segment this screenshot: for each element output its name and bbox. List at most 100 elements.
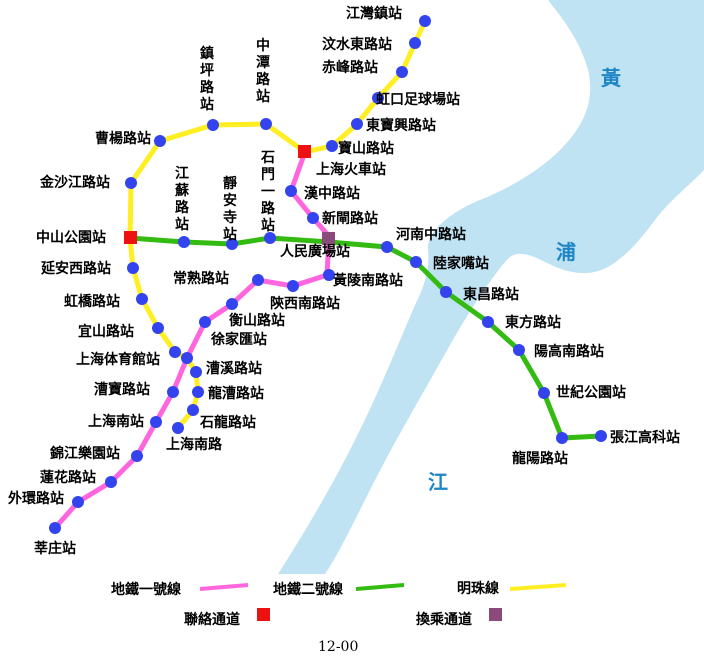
station-dot bbox=[419, 15, 431, 27]
label-lujiazui: 陸家嘴站 bbox=[433, 256, 489, 272]
station-dot bbox=[190, 366, 202, 378]
label-zhongtanlu: 中潭路站 bbox=[256, 38, 270, 105]
label-dongfanglu: 東方路站 bbox=[505, 315, 561, 331]
label-hongkou: 虹口足球場站 bbox=[376, 92, 460, 108]
label-wenshuidonglu: 汶水東路站 bbox=[322, 37, 392, 53]
label-shilonglu: 石龍路站 bbox=[200, 415, 256, 431]
label-hanzhonglu: 漢中路站 bbox=[304, 186, 360, 202]
sheet-number: 12-00 bbox=[318, 639, 359, 655]
label-jiangsulu: 江蘇路站 bbox=[175, 166, 189, 233]
label-chifenglu: 赤峰路站 bbox=[322, 60, 378, 76]
legend-pearl-swatch bbox=[509, 583, 567, 591]
label-caobaolu: 漕寶路站 bbox=[94, 382, 150, 398]
river-label-jiang: 江 bbox=[428, 470, 448, 494]
label-xinzhalu: 新閘路站 bbox=[322, 211, 378, 227]
station-dot bbox=[287, 280, 299, 292]
legend-line1-label: 地鐵一號線 bbox=[111, 582, 181, 598]
station-dot bbox=[152, 322, 164, 334]
station-dot bbox=[150, 416, 162, 428]
legend-pearl-label: 明珠線 bbox=[457, 581, 499, 597]
river-label-huang: 黃 bbox=[601, 66, 621, 90]
label-dongchanglu: 東昌路站 bbox=[463, 287, 519, 303]
pearl-line-south bbox=[127, 237, 201, 430]
station-dot bbox=[136, 293, 148, 305]
station-dot bbox=[307, 212, 319, 224]
label-jingansi: 靜安寺站 bbox=[223, 176, 237, 243]
station-dot bbox=[410, 256, 422, 268]
station-dot bbox=[172, 422, 184, 434]
station-dot bbox=[482, 316, 494, 328]
station-dot bbox=[351, 118, 363, 130]
huangpu-river bbox=[278, 0, 704, 574]
label-longyanglu: 龍陽路站 bbox=[512, 451, 568, 467]
station-dot bbox=[326, 140, 338, 152]
line2-track bbox=[129, 235, 602, 441]
station-dots bbox=[49, 15, 607, 534]
label-lianhualu: 蓮花路站 bbox=[40, 470, 96, 486]
label-baoshanlu: 寶山路站 bbox=[338, 141, 394, 157]
label-jinshajianglu: 金沙江路站 bbox=[40, 175, 110, 191]
label-huanglingnanlu: 黃陵南路站 bbox=[333, 273, 403, 289]
station-dot bbox=[181, 352, 193, 364]
station-dot bbox=[226, 238, 238, 250]
station-dot bbox=[199, 316, 211, 328]
station-dot bbox=[285, 185, 297, 197]
station-dot bbox=[49, 522, 61, 534]
legend-line1-swatch bbox=[199, 583, 249, 591]
station-dot bbox=[105, 476, 117, 488]
connector-zhongshan-park bbox=[124, 231, 137, 244]
station-dot bbox=[131, 450, 143, 462]
label-xujiahui: 徐家匯站 bbox=[211, 332, 267, 348]
station-dot bbox=[556, 432, 568, 444]
station-dot bbox=[260, 118, 272, 130]
label-waihuanlu: 外環路站 bbox=[8, 491, 64, 507]
label-henanzhonglu: 河南中路站 bbox=[396, 227, 466, 243]
label-shaanxinanlu: 陝西南路站 bbox=[270, 296, 340, 312]
station-dot bbox=[372, 92, 384, 104]
label-stadium: 上海体育館站 bbox=[76, 352, 160, 368]
label-shimenyilu: 石門一路站 bbox=[261, 150, 275, 234]
station-dot bbox=[252, 274, 264, 286]
station-dot bbox=[323, 269, 335, 281]
label-yishanlu: 宜山路站 bbox=[78, 324, 134, 340]
label-peoples-square: 人民廣場站 bbox=[280, 244, 350, 260]
station-dot bbox=[440, 286, 452, 298]
station-dot bbox=[409, 37, 421, 49]
label-caoxilu: 漕溪路站 bbox=[206, 361, 262, 377]
label-yanggaonanlu: 陽高南路站 bbox=[534, 344, 604, 360]
label-shanghainanlu: 上海南路 bbox=[166, 437, 222, 453]
station-dot bbox=[169, 346, 181, 358]
station-dot bbox=[396, 66, 408, 78]
station-dot bbox=[72, 496, 84, 508]
legend-line2-label: 地鐵二號線 bbox=[273, 582, 343, 598]
label-century-park: 世紀公園站 bbox=[556, 385, 626, 401]
legend-connector-label: 聯絡通道 bbox=[184, 612, 240, 628]
legend-connector-swatch bbox=[257, 608, 270, 621]
label-zhongshan-park: 中山公園站 bbox=[36, 230, 106, 246]
station-dot bbox=[595, 430, 607, 442]
interchange-peoples-square bbox=[322, 232, 335, 245]
station-dot bbox=[207, 119, 219, 131]
label-jiangwanzhen: 江灣鎮站 bbox=[346, 6, 402, 22]
station-dot bbox=[167, 386, 179, 398]
station-dot bbox=[154, 135, 166, 147]
station-dot bbox=[381, 241, 393, 253]
legend-interchange-label: 換乘通道 bbox=[416, 612, 472, 628]
station-dot bbox=[538, 387, 550, 399]
legend-line2-swatch bbox=[355, 583, 405, 591]
label-dongbaoxinglu: 東寶興路站 bbox=[366, 118, 436, 134]
station-dot bbox=[178, 236, 190, 248]
label-hongqiaolu: 虹橋路站 bbox=[64, 294, 120, 310]
label-xinzhuang: 莘庄站 bbox=[34, 541, 76, 557]
river-label-pu: 浦 bbox=[556, 240, 576, 264]
label-yananxilu: 延安西路站 bbox=[41, 261, 111, 277]
station-dot bbox=[192, 386, 204, 398]
legend-interchange-swatch bbox=[489, 608, 502, 621]
station-dot bbox=[127, 262, 139, 274]
label-shanghai-railway: 上海火車站 bbox=[316, 162, 386, 178]
label-zhenpinglu: 鎮坪路站 bbox=[200, 46, 214, 113]
station-dot bbox=[187, 404, 199, 416]
station-dot bbox=[125, 177, 137, 189]
